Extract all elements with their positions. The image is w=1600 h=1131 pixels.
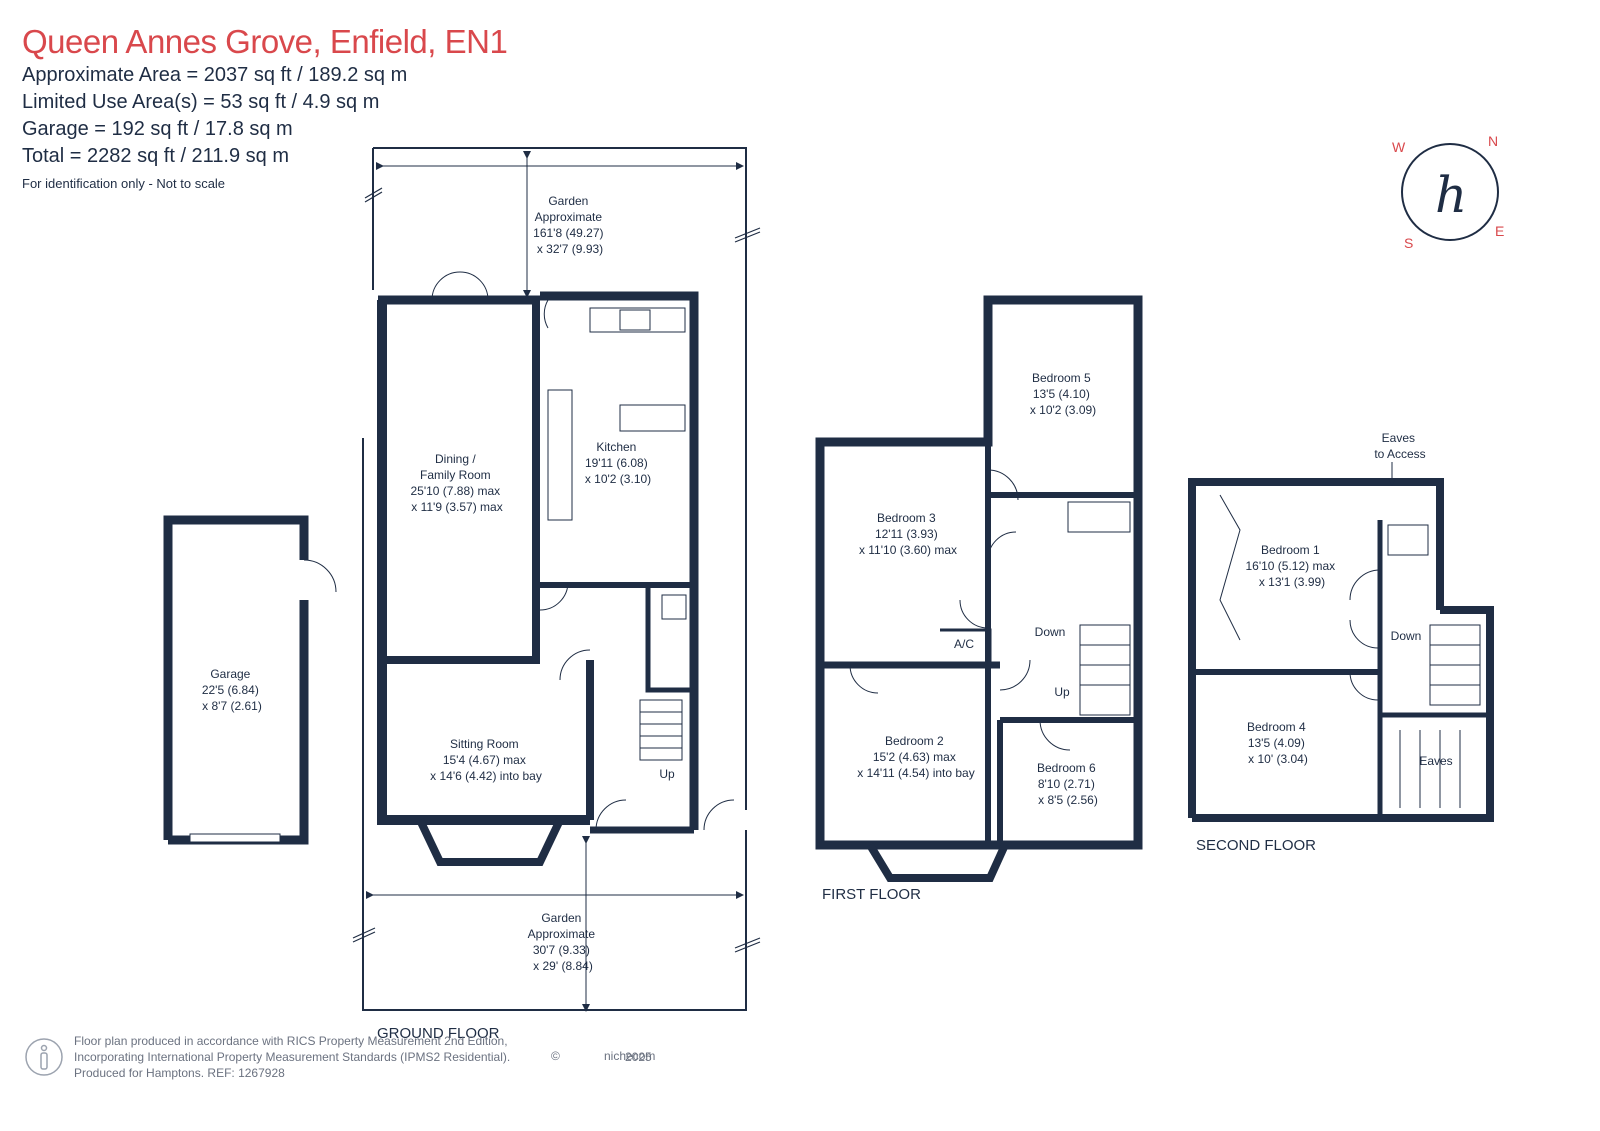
label-line: Kitchen: [596, 440, 636, 454]
label-line: Bedroom 1: [1261, 543, 1320, 557]
label-line: x 8'5 (2.56): [1038, 793, 1098, 807]
label-line: 13'5 (4.10): [1033, 387, 1090, 401]
label-line: 30'7 (9.33): [533, 943, 590, 957]
first-floor-title: FIRST FLOOR: [822, 886, 921, 903]
second-floor-title: SECOND FLOOR: [1196, 837, 1316, 854]
label-line: 8'10 (2.71): [1038, 777, 1095, 791]
label-line: 15'4 (4.67) max: [443, 753, 526, 767]
bedroom-4-label: Bedroom 4 13'5 (4.09) x 10' (3.04): [1247, 720, 1309, 766]
total-area: Total = 2282 sq ft / 211.9 sq m: [22, 145, 290, 167]
footer-note: Floor plan produced in accordance with R…: [74, 1033, 510, 1081]
label-line: Garden: [541, 911, 581, 925]
label-line: x 14'6 (4.42) into bay: [430, 769, 542, 783]
stairs-down-first: Down: [1035, 625, 1066, 639]
stairs-up-first: Up: [1054, 685, 1070, 699]
label-line: 161'8 (49.27): [533, 226, 603, 240]
label-line: Bedroom 6: [1037, 761, 1096, 775]
garage-label: Garage 22'5 (6.84) x 8'7 (2.61): [202, 667, 262, 713]
eaves-label: Eaves: [1419, 754, 1452, 768]
label-line: Bedroom 2: [885, 734, 944, 748]
label-line: Approximate: [535, 210, 603, 224]
brand-name: nichecom: [604, 1049, 656, 1063]
year: 2025: [625, 1050, 652, 1064]
bedroom-1-label: Bedroom 1 16'10 (5.12) max x 13'1 (3.99): [1245, 543, 1338, 589]
label-line: x 11'10 (3.60) max: [859, 543, 957, 557]
room-labels: Garden Approximate 161'8 (49.27) x 32'7 …: [202, 194, 1453, 973]
second-floor: [1188, 462, 1494, 822]
label-line: Garden: [548, 194, 588, 208]
label-line: Sitting Room: [450, 737, 519, 751]
label-line: to Access: [1374, 447, 1425, 461]
label-line: Eaves: [1382, 431, 1415, 445]
ac-label: A/C: [954, 637, 974, 651]
compass-north: N: [1488, 133, 1498, 149]
garage: [163, 515, 337, 845]
compass-south: S: [1404, 235, 1413, 251]
front-garden-label: Garden Approximate 30'7 (9.33) x 29' (8.…: [528, 911, 599, 973]
stairs-down-second: Down: [1391, 629, 1422, 643]
label-line: x 14'11 (4.54) into bay: [857, 766, 974, 780]
copyright-symbol: ©: [551, 1049, 560, 1063]
label-line: Bedroom 4: [1247, 720, 1306, 734]
compass: h W N S E: [1392, 133, 1504, 251]
stairs-up-ground: Up: [659, 767, 675, 781]
bedroom-6-label: Bedroom 6 8'10 (2.71) x 8'5 (2.56): [1037, 761, 1099, 807]
label-line: 15'2 (4.63) max: [873, 750, 956, 764]
label-line: x 29' (8.84): [533, 959, 593, 973]
label-line: 22'5 (6.84): [202, 683, 259, 697]
bedroom-2-label: Bedroom 2 15'2 (4.63) max x 14'11 (4.54)…: [857, 734, 974, 780]
label-line: x 32'7 (9.93): [537, 242, 603, 256]
compass-ring: [1401, 143, 1499, 241]
compass-west: W: [1392, 139, 1406, 155]
footer-line: Incorporating International Property Mea…: [74, 1050, 511, 1064]
identification-note: For identification only - Not to scale: [22, 176, 226, 191]
label-line: Bedroom 5: [1032, 371, 1091, 385]
first-floor: [815, 295, 1143, 882]
label-line: Approximate: [528, 927, 596, 941]
ground-floor-title: GROUND FLOOR: [377, 1025, 500, 1042]
eaves-access-label: Eaves to Access: [1374, 431, 1425, 461]
footer-line: Produced for Hamptons. REF: 1267928: [74, 1066, 285, 1080]
ground-floor: [352, 147, 761, 1012]
footer-line: Floor plan produced in accordance with R…: [74, 1034, 508, 1048]
label-line: 16'10 (5.12) max: [1245, 559, 1335, 573]
logo-glyph: h: [1435, 166, 1467, 224]
kitchen-label: Kitchen 19'11 (6.08) x 10'2 (3.10): [585, 440, 651, 486]
bedroom-5-label: Bedroom 5 13'5 (4.10) x 10'2 (3.09): [1030, 371, 1096, 417]
label-line: 19'11 (6.08): [585, 456, 648, 470]
label-line: 12'11 (3.93): [875, 527, 938, 541]
compass-east: E: [1495, 223, 1504, 239]
label-line: x 10' (3.04): [1248, 752, 1308, 766]
label-line: x 8'7 (2.61): [202, 699, 262, 713]
label-line: 13'5 (4.09): [1248, 736, 1305, 750]
garage-area: Garage = 192 sq ft / 17.8 sq m: [22, 118, 293, 140]
label-line: 25'10 (7.88) max: [410, 484, 500, 498]
label-line: Garage: [210, 667, 250, 681]
label-line: Dining /: [435, 452, 476, 466]
label-line: x 10'2 (3.10): [585, 472, 651, 486]
label-line: x 13'1 (3.99): [1259, 575, 1325, 589]
dining-room-label: Dining / Family Room 25'10 (7.88) max x …: [410, 452, 503, 514]
label-line: x 10'2 (3.09): [1030, 403, 1096, 417]
label-line: Family Room: [420, 468, 491, 482]
limited-use-area: Limited Use Area(s) = 53 sq ft / 4.9 sq …: [22, 91, 380, 113]
page-title: Queen Annes Grove, Enfield, EN1: [22, 23, 508, 60]
sitting-room-label: Sitting Room 15'4 (4.67) max x 14'6 (4.4…: [430, 737, 542, 783]
approximate-area: Approximate Area = 2037 sq ft / 189.2 sq…: [22, 64, 408, 86]
rear-garden-label: Garden Approximate 161'8 (49.27) x 32'7 …: [533, 194, 607, 256]
header: Queen Annes Grove, Enfield, EN1 Approxim…: [22, 22, 508, 194]
info-icon: [25, 1038, 63, 1076]
label-line: Bedroom 3: [877, 511, 936, 525]
label-line: x 11'9 (3.57) max: [411, 500, 502, 514]
bedroom-3-label: Bedroom 3 12'11 (3.93) x 11'10 (3.60) ma…: [859, 511, 957, 557]
